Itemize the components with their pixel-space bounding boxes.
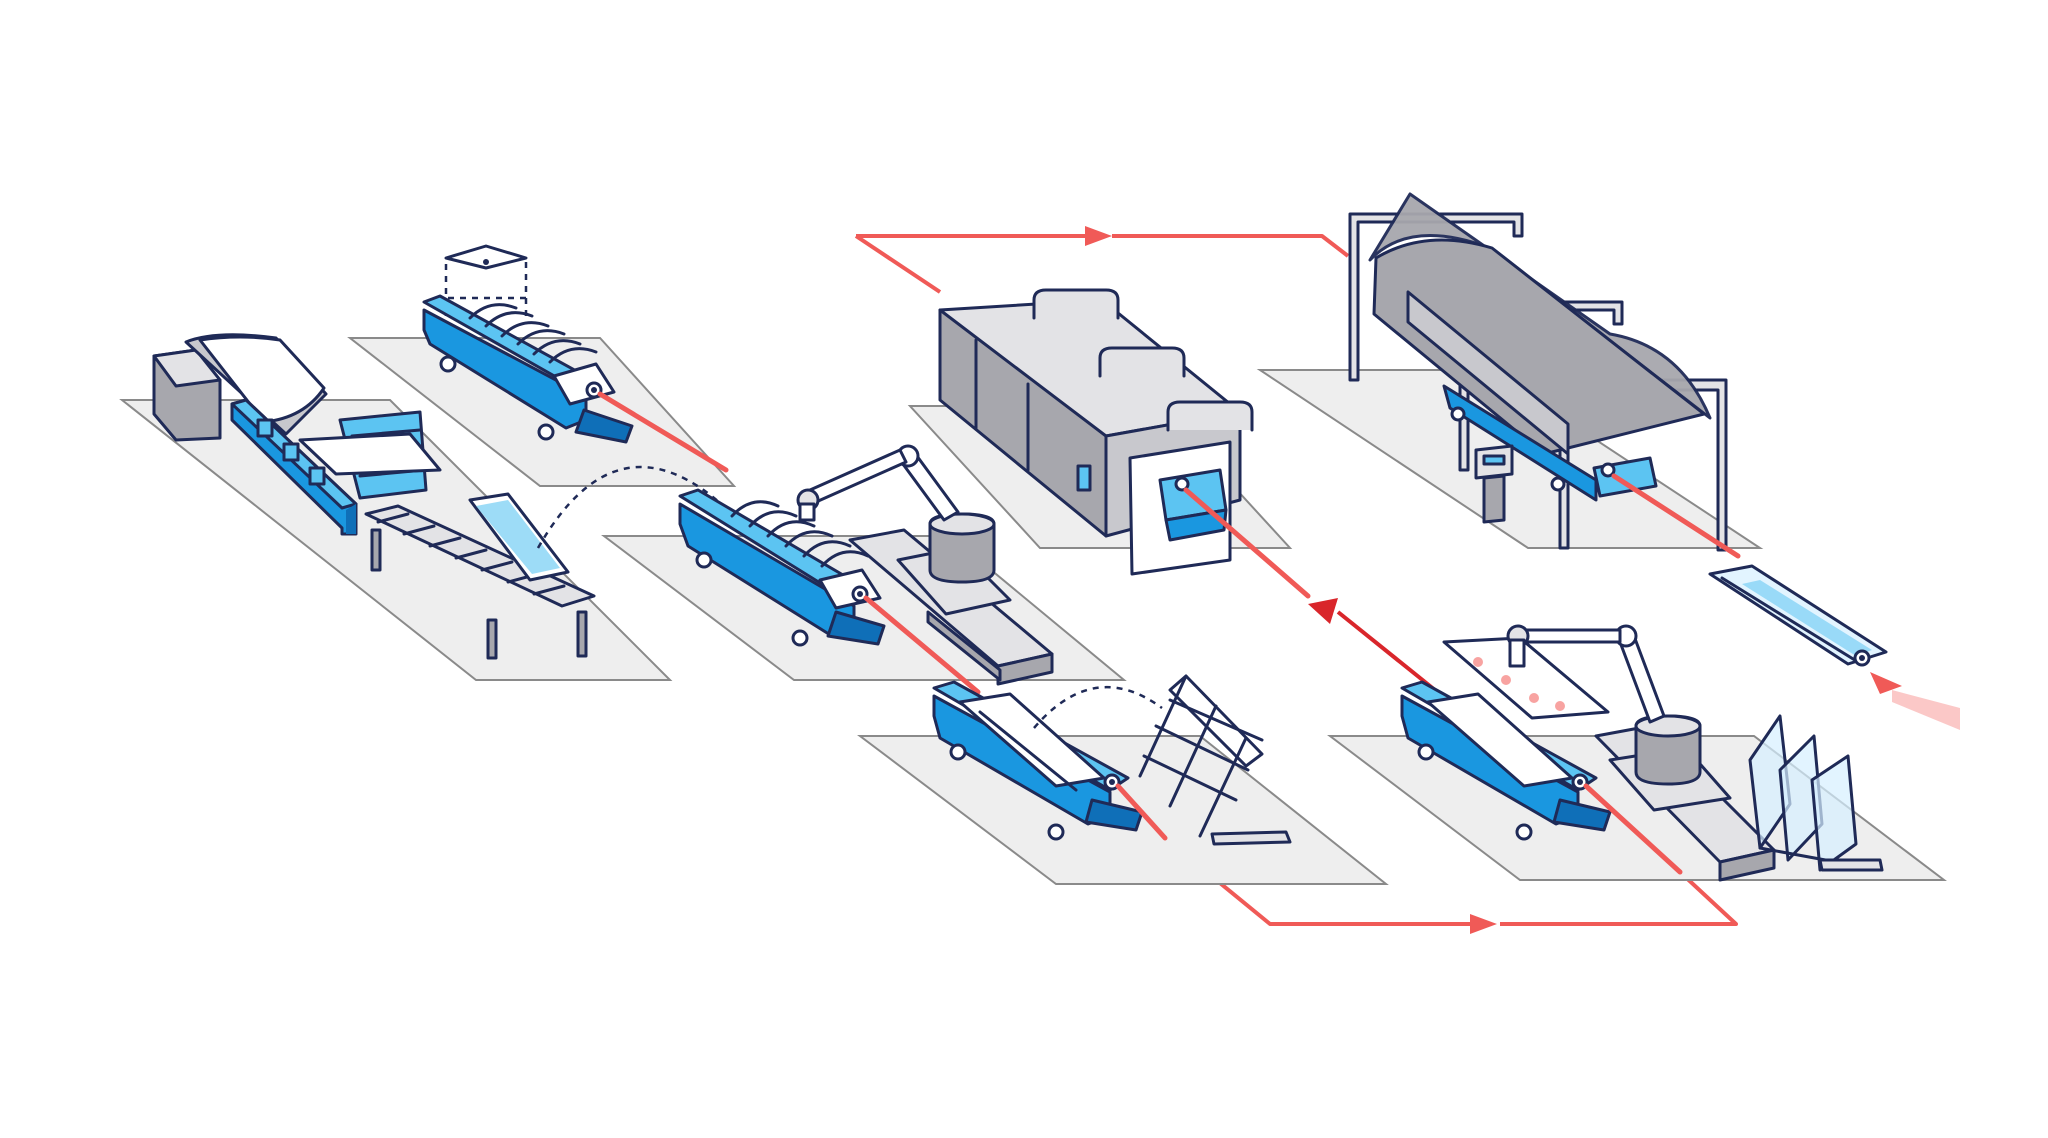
laser-line — [1183, 487, 1311, 599]
flow-arrow-icon — [1085, 226, 1112, 246]
laser-line — [597, 391, 729, 473]
output-motion-trail — [1892, 690, 1960, 730]
robot-arm-icon — [1506, 624, 1702, 786]
flow-arrow-icon — [1308, 598, 1338, 624]
laser-line — [1611, 473, 1741, 559]
flow-arrow-icon — [1470, 914, 1497, 934]
control-panel — [1474, 444, 1514, 524]
robot-arm-icon — [796, 444, 996, 584]
flow-line-return — [1336, 610, 1437, 692]
conveyor-icon — [364, 492, 596, 660]
rack-icon — [1748, 714, 1884, 872]
mould-fins — [730, 500, 870, 568]
vacuum-table — [1442, 636, 1610, 720]
station-demould-rack — [857, 674, 1389, 885]
station-autoclave — [1256, 192, 1764, 559]
finished-part-output — [1708, 564, 1888, 667]
display-screen — [1482, 454, 1506, 466]
oven-icon — [938, 288, 1311, 599]
laser-line — [1583, 783, 1683, 875]
flow-line-top-right — [1112, 234, 1350, 258]
station-curing-oven — [907, 288, 1311, 599]
station-coil-forming — [119, 333, 673, 681]
roll-forming-machine — [230, 398, 442, 536]
flow-line-top-diagonal — [854, 234, 942, 294]
flow-line-bottom-right — [1500, 870, 1738, 926]
flow-arrow-icon — [1870, 672, 1902, 694]
rack-icon — [1138, 674, 1292, 846]
laser-line — [1115, 783, 1168, 841]
station-robot-layup — [601, 444, 1127, 695]
autoclave-icon — [1348, 192, 1741, 559]
transfer-arc — [536, 465, 729, 549]
coil-icon — [152, 333, 328, 442]
transfer-arc — [1033, 686, 1163, 729]
station-mould-conveyor — [347, 244, 737, 549]
laser-line — [863, 595, 981, 695]
station-robot-finishing — [1327, 624, 1947, 882]
mould-fins — [468, 303, 598, 364]
